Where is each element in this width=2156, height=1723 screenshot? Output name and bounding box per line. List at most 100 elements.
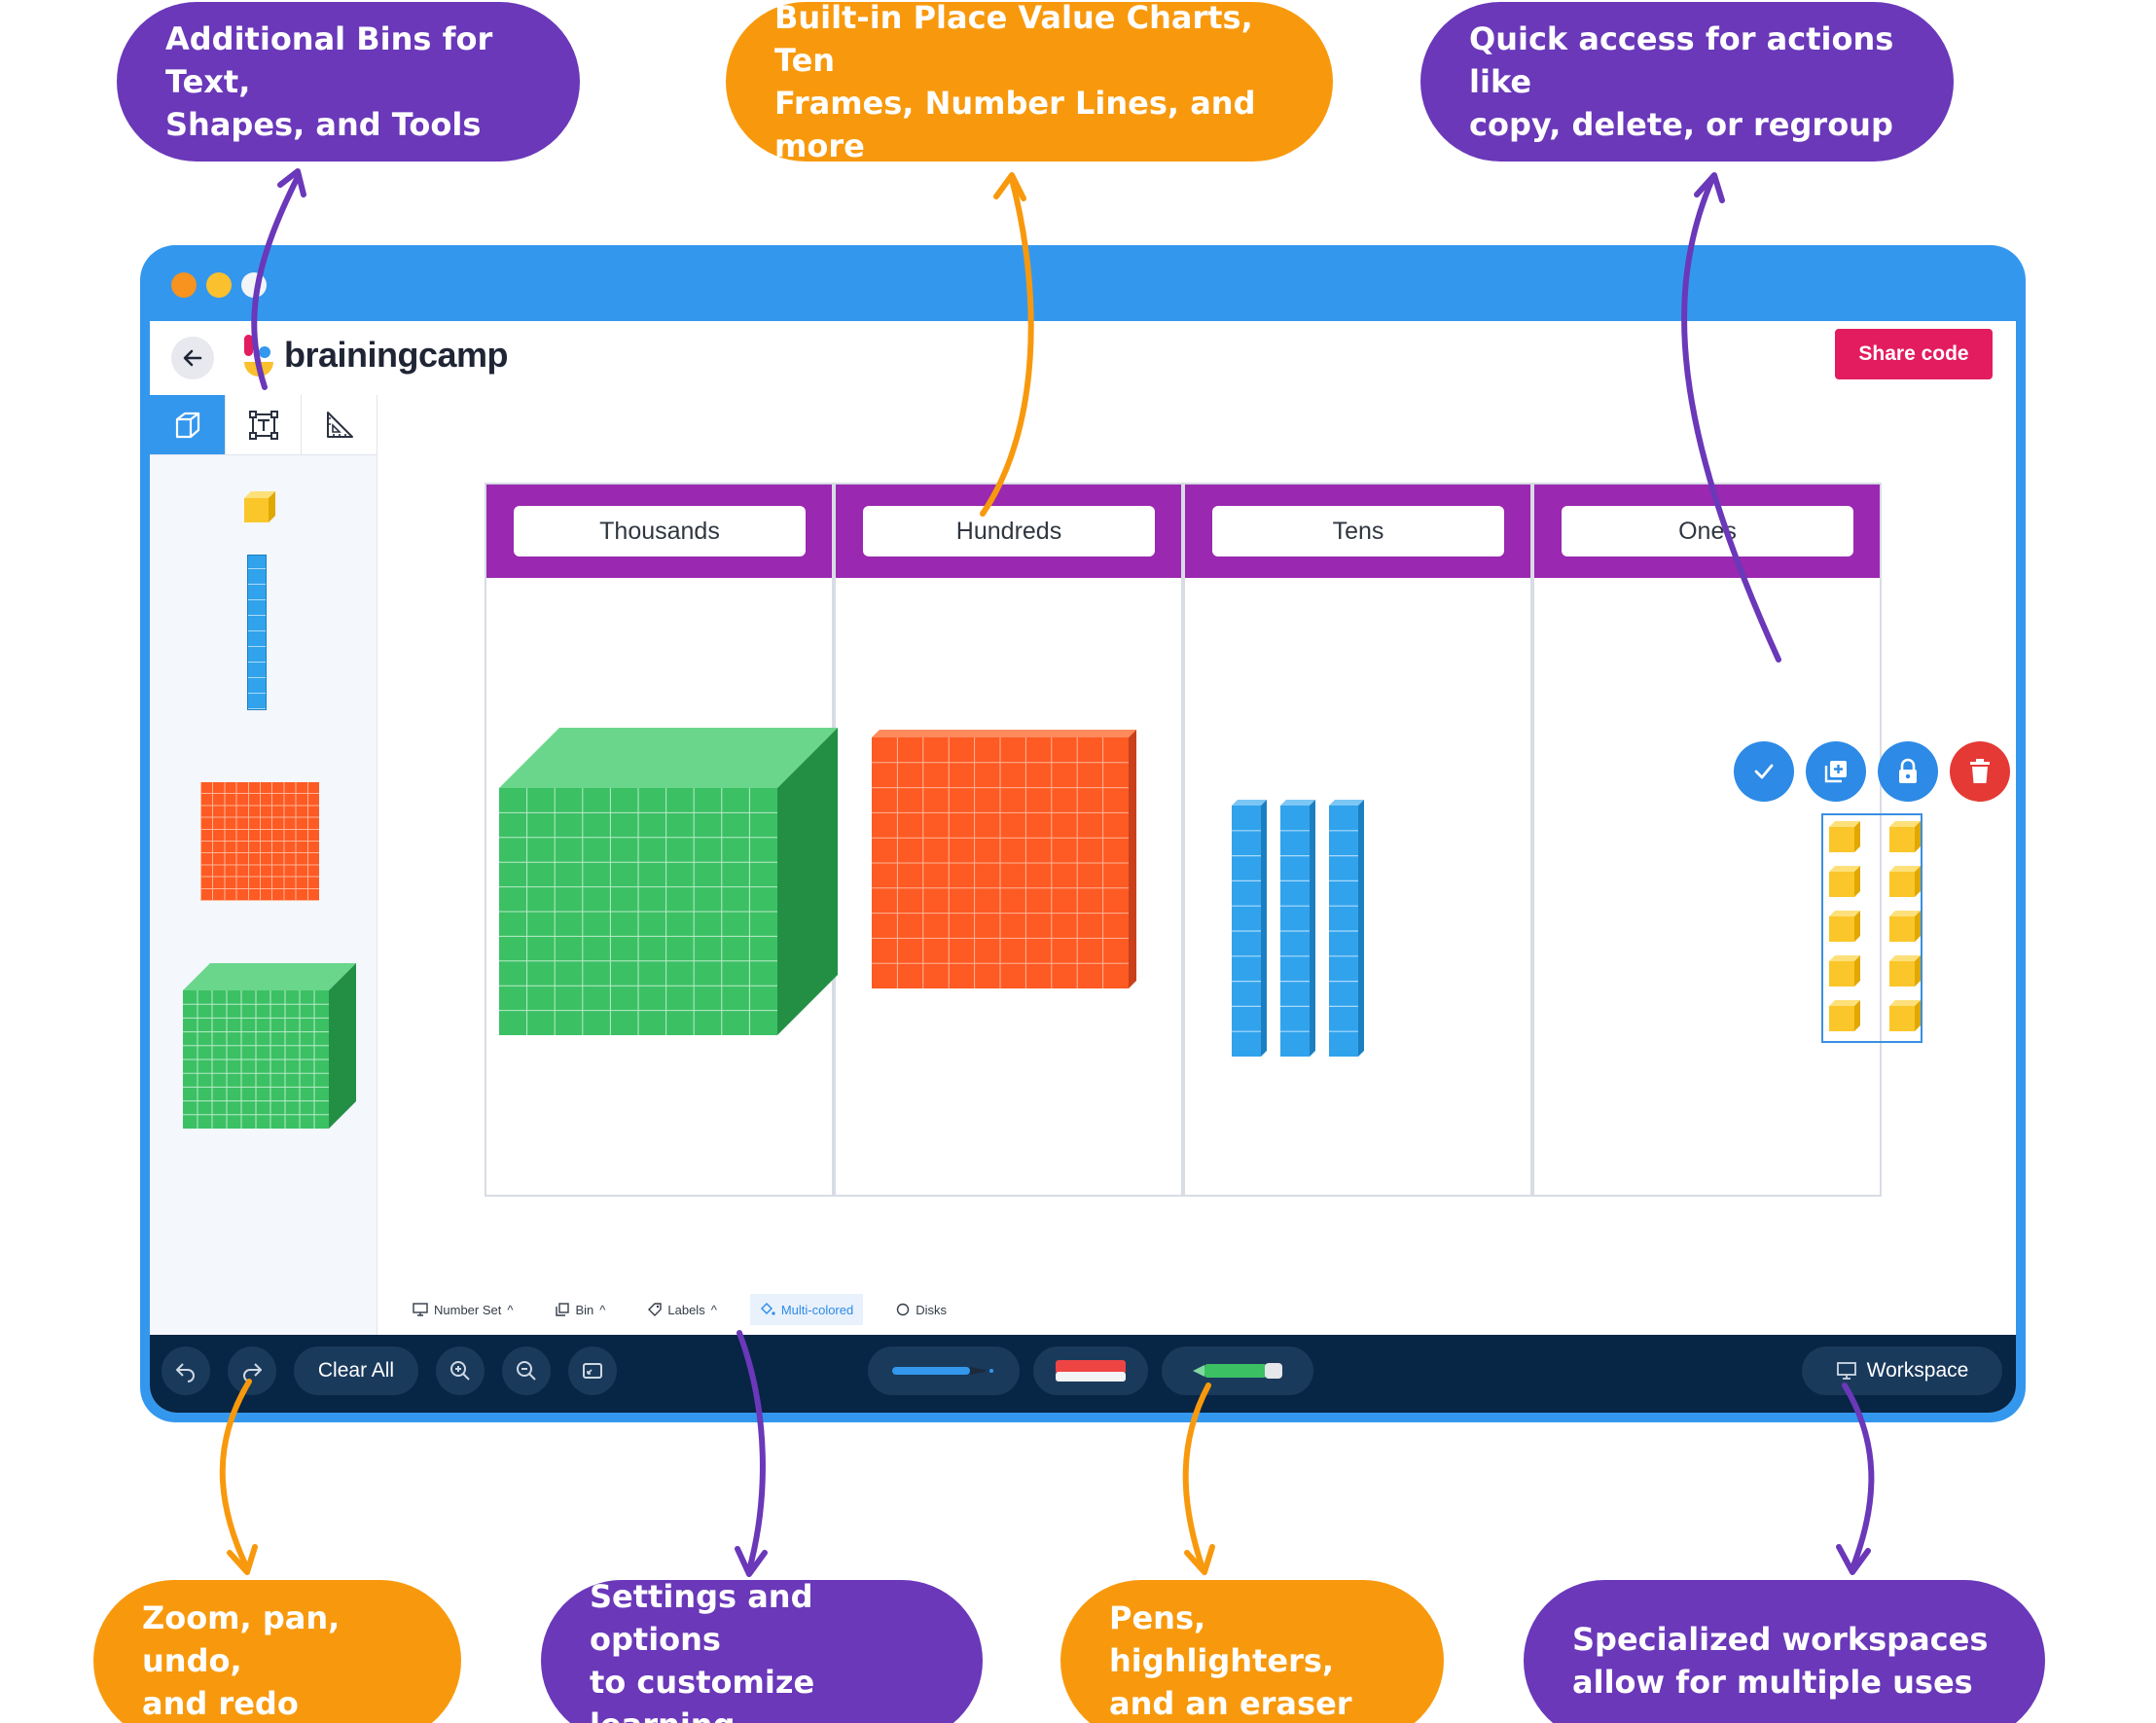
window-dot-orange [171,272,197,298]
column-ones: Ones [1532,483,1882,1197]
settings-bar: Number Set ^ Bin ^ Labels ^ Multi-colore… [403,1294,956,1325]
pen-icon [892,1367,993,1375]
bottom-toolbar: Clear All Workspace [150,1335,2016,1413]
ten-rods-group[interactable] [1232,800,1387,1059]
duplicate-button[interactable] [1806,741,1866,802]
brand-name: brainingcamp [284,335,509,375]
window-dot-yellow [206,272,232,298]
eraser-tool[interactable] [1033,1346,1148,1395]
tab-tools[interactable] [302,395,377,455]
chevron-up-icon: ^ [507,1302,514,1317]
arrow-to-charts [980,176,1034,517]
column-label-thousands[interactable]: Thousands [514,506,806,556]
unit-cube [1829,821,1860,852]
confirm-button[interactable] [1734,741,1794,802]
check-icon [1754,764,1774,779]
unit-cube [1889,911,1921,942]
callout-actions: Quick access for actions like copy, dele… [1420,2,1954,162]
undo-button[interactable] [162,1346,210,1395]
chevron-up-icon: ^ [710,1302,717,1317]
tab-text[interactable] [226,395,302,455]
paint-bucket-icon [760,1303,775,1315]
workspace-button[interactable]: Workspace [1802,1346,2002,1395]
hundred-flat-block[interactable] [872,730,1136,988]
bin-unit-cube[interactable] [241,488,278,525]
labels-dropdown[interactable]: Labels ^ [638,1294,726,1325]
lock-icon [1899,758,1917,783]
manipulatives-bin [150,395,377,1335]
highlighter-icon [1193,1363,1282,1379]
callout-pens: Pens, highlighters, and an eraser [1060,1580,1444,1723]
callout-workspaces: Specialized workspaces allow for multipl… [1524,1580,2045,1723]
monitor-icon [413,1303,428,1316]
zoom-out-button[interactable] [502,1346,551,1395]
disks-toggle[interactable]: Disks [886,1294,956,1325]
undo-icon [176,1363,195,1382]
app-window: brainingcamp Share code [140,245,2026,1422]
ten-rod [1329,800,1364,1057]
pen-tool[interactable] [868,1346,1020,1395]
thousand-cube-grid [183,990,329,1129]
delete-button[interactable] [1950,741,2010,802]
zoom-out-icon [517,1361,536,1381]
column-header: Ones [1534,485,1880,578]
eraser-icon [1056,1360,1126,1382]
bin-hundred-flat[interactable] [200,782,319,901]
ruler-triangle-icon [326,411,353,438]
back-button[interactable] [171,337,214,379]
cube-icon [175,412,199,438]
arrow-to-settings [737,1330,766,1573]
arrow-to-pens [1182,1382,1211,1571]
unit-cube [1829,866,1860,897]
monitor-icon [1836,1362,1856,1380]
arrow-left-icon [183,349,202,367]
bin-thousand-cube[interactable] [183,963,356,1129]
thousand-cube-block[interactable] [499,728,838,1035]
ten-rod [1232,800,1267,1057]
chevron-up-icon: ^ [599,1302,606,1317]
arrow-to-bins [251,174,301,390]
unit-cube [1829,1000,1860,1031]
callout-settings: Settings and options to customize learni… [541,1578,983,1723]
column-header: Tens [1185,485,1530,578]
unit-cube [1829,955,1860,987]
bin-ten-rod[interactable] [247,555,267,710]
lock-button[interactable] [1878,741,1938,802]
unit-cube [1889,955,1921,987]
column-label-ones[interactable]: Ones [1562,506,1853,556]
app-content: brainingcamp Share code [150,321,2016,1413]
clear-all-button[interactable]: Clear All [294,1346,418,1395]
trash-icon [1970,759,1990,783]
zoom-in-icon [450,1361,470,1381]
callout-zoom: Zoom, pan, undo, and redo [93,1580,461,1723]
arrow-to-workspaces [1842,1382,1875,1571]
copy-plus-icon [1824,761,1847,783]
ones-cubes [1829,821,1921,1031]
circle-icon [897,1303,910,1316]
workspace-canvas[interactable]: Thousands Hundreds Tens Ones [377,395,2016,1335]
ones-selection-box[interactable] [1821,813,1922,1043]
column-label-tens[interactable]: Tens [1212,506,1504,556]
multi-colored-toggle[interactable]: Multi-colored [749,1294,864,1325]
fit-screen-button[interactable] [568,1346,617,1395]
copy-icon [556,1303,570,1316]
number-set-dropdown[interactable]: Number Set ^ [403,1294,522,1325]
share-code-button[interactable]: Share code [1835,329,1993,379]
hundred-flat-grid [872,737,1129,988]
bin-dropdown[interactable]: Bin ^ [546,1294,615,1325]
tab-blocks[interactable] [150,395,226,455]
fit-screen-icon [583,1363,602,1379]
column-header: Thousands [486,485,832,578]
unit-cube [1889,1000,1921,1031]
tag-icon [648,1303,663,1316]
callout-bins: Additional Bins for Text, Shapes, and To… [117,2,580,162]
column-header: Hundreds [836,485,1181,578]
unit-cube [1889,866,1921,897]
column-label-hundreds[interactable]: Hundreds [863,506,1155,556]
unit-cube [1889,821,1921,852]
arrow-to-actions [1681,176,1781,663]
highlighter-tool[interactable] [1162,1346,1313,1395]
ten-rod [1280,800,1315,1057]
zoom-in-button[interactable] [436,1346,485,1395]
